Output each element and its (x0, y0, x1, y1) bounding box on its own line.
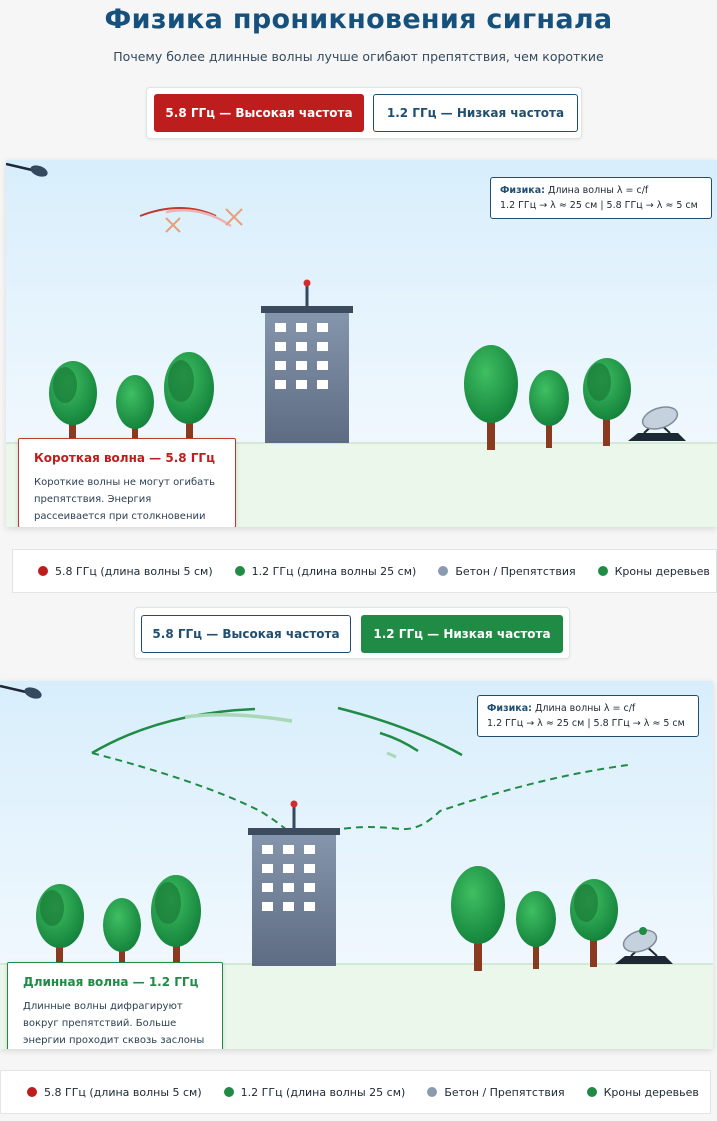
legend-dot-icon (586, 1087, 597, 1097)
legend-item-obstacles: Бетон / Препятствия (427, 1086, 565, 1099)
legend-dot-icon (234, 566, 245, 576)
legend-dot-icon (223, 1087, 234, 1097)
concrete-building (261, 279, 353, 443)
high-frequency-button[interactable]: 5.8 ГГц — Высокая частота (154, 94, 364, 132)
legend-item-obstacles: Бетон / Препятствия (438, 565, 576, 578)
tree-left-2 (103, 898, 141, 966)
signal-scene-low-frequency: Физика: Длина волны λ = c/f 1.2 ГГц → λ … (0, 681, 713, 1049)
legend-item-high-frequency: 5.8 ГГц (длина волны 5 см) (38, 565, 213, 578)
high-frequency-button[interactable]: 5.8 ГГц — Высокая частота (141, 615, 351, 653)
tree-right-1 (464, 345, 518, 450)
physics-label: Физика: (487, 703, 532, 714)
receiver-dish-icon (628, 406, 686, 441)
wave-info-card: Длинная волна — 1.2 ГГц Длинные волны ди… (7, 962, 223, 1049)
wave-card-title: Длинная волна — 1.2 ГГц (23, 975, 199, 989)
tree-right-1 (451, 866, 505, 971)
page-title: Физика проникновения сигнала (104, 4, 613, 35)
physics-wavelengths: 1.2 ГГц → λ ≈ 25 см | 5.8 ГГц → λ ≈ 5 см (500, 200, 698, 211)
legend-dot-icon (438, 566, 449, 576)
legend-item-low-frequency: 1.2 ГГц (длина волны 25 см) (223, 1086, 405, 1099)
physics-formula: Длина волны λ = c/f (547, 185, 649, 196)
concrete-building (248, 800, 340, 966)
legend-item-tree-crowns: Кроны деревьев (597, 565, 710, 578)
legend-dot-icon (597, 566, 608, 576)
tree-right-3 (583, 358, 631, 446)
low-frequency-button[interactable]: 1.2 ГГц — Низкая частота (361, 615, 563, 653)
wave-card-body: Длинные волны дифрагируют вокруг препятс… (23, 1001, 205, 1046)
legend-item-tree-crowns: Кроны деревьев (586, 1086, 699, 1099)
legend: 5.8 ГГц (длина волны 5 см) 1.2 ГГц (длин… (12, 549, 717, 593)
page-subtitle: Почему более длинные волны лучше огибают… (113, 49, 604, 64)
legend-item-high-frequency: 5.8 ГГц (длина волны 5 см) (27, 1086, 202, 1099)
physics-info-box: Физика: Длина волны λ = c/f 1.2 ГГц → λ … (490, 177, 712, 219)
legend-dot-icon (27, 1087, 37, 1097)
tree-left-1 (36, 884, 84, 966)
physics-info-box: Физика: Длина волны λ = c/f 1.2 ГГц → λ … (477, 695, 699, 737)
tree-left-2 (116, 375, 154, 443)
legend: 5.8 ГГц (длина волны 5 см) 1.2 ГГц (длин… (0, 1070, 711, 1114)
legend-dot-icon (427, 1087, 438, 1097)
legend-dot-icon (38, 566, 48, 576)
tree-left-3 (164, 352, 214, 443)
short-wave-blocked (139, 207, 243, 233)
tree-left-1 (49, 361, 97, 440)
tree-right-3 (570, 879, 618, 967)
tree-right-2 (529, 370, 569, 448)
transmitter-antenna-icon (6, 162, 48, 177)
wave-card-body: Короткие волны не могут огибать препятст… (34, 477, 215, 522)
wave-card-title: Короткая волна — 5.8 ГГц (34, 451, 215, 465)
physics-label: Физика: (500, 185, 545, 196)
receiver-dish-icon (615, 927, 673, 964)
low-frequency-button[interactable]: 1.2 ГГц — Низкая частота (373, 94, 578, 132)
signal-scene-high-frequency: Физика: Длина волны λ = c/f 1.2 ГГц → λ … (6, 160, 717, 527)
physics-wavelengths: 1.2 ГГц → λ ≈ 25 см | 5.8 ГГц → λ ≈ 5 см (487, 718, 685, 729)
transmitter-antenna-icon (0, 684, 42, 699)
legend-item-low-frequency: 1.2 ГГц (длина волны 25 см) (234, 565, 416, 578)
long-wave-diffraction (91, 706, 629, 852)
physics-formula: Длина волны λ = c/f (534, 703, 636, 714)
tree-left-3 (151, 875, 201, 966)
tree-right-2 (516, 891, 556, 969)
wave-info-card: Короткая волна — 5.8 ГГц Короткие волны … (18, 438, 236, 527)
